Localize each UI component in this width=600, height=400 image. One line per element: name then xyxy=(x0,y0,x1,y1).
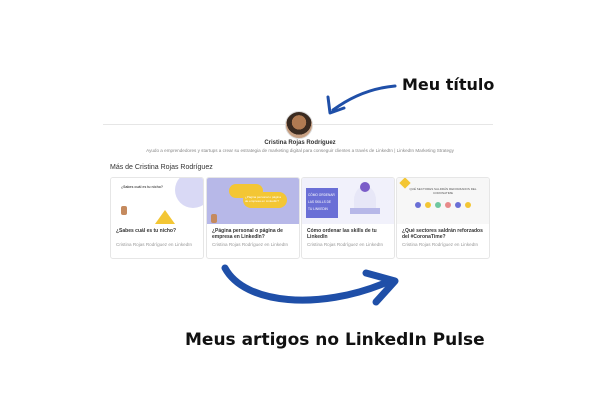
profile-name[interactable]: Cristina Rojas Rodríguez xyxy=(264,140,336,146)
thumbnail-dot-b xyxy=(425,202,431,208)
article-card-4[interactable]: QUÉ SECTORES SALDRÁN REFORZADOS DEL CORO… xyxy=(396,177,490,259)
thumbnail-dot-f xyxy=(465,202,471,208)
thumbnail-dot-a xyxy=(415,202,421,208)
article-title-3[interactable]: Cómo ordenar las skills de tu LinkedIn xyxy=(307,228,377,240)
article-title-1[interactable]: ¿Sabes cuál es tu nicho? xyxy=(116,228,177,234)
annotation-title-label: Meu título xyxy=(402,75,495,94)
thumbnail-avatar-2 xyxy=(211,214,217,223)
thumbnail-dot-c xyxy=(435,202,441,208)
thumbnail-desk-3 xyxy=(350,208,380,214)
thumbnail-bubble-2 xyxy=(243,192,287,208)
article-author-3: Cristina Rojas Rodríguez en LinkedIn xyxy=(307,242,384,247)
article-title-4[interactable]: ¿Qué sectores saldrán reforzados del #Co… xyxy=(402,228,483,240)
more-articles-heading: Más de Cristina Rojas Rodríguez xyxy=(110,164,213,171)
thumbnail-avatar-1 xyxy=(121,206,127,215)
arrow-to-title-head xyxy=(326,95,346,115)
arrow-to-title xyxy=(331,84,397,112)
article-card-2[interactable]: ¿Página personal o página de empresa en … xyxy=(206,177,300,259)
arrow-to-articles xyxy=(221,264,389,304)
thumbnail-triangle-1 xyxy=(155,210,175,224)
article-card-3[interactable]: CÓMO ORDENAR LAS SKILLS DE TU LINKEDIN C… xyxy=(301,177,395,259)
thumbnail-dot-e xyxy=(455,202,461,208)
article-title-2[interactable]: ¿Página personal o página de empresa en … xyxy=(212,228,283,240)
thumbnail-shape-1 xyxy=(175,178,203,208)
article-author-4: Cristina Rojas Rodríguez en LinkedIn xyxy=(402,242,479,247)
article-card-1[interactable]: ¿Sabes cuál es tu nicho? ¿Sabes cuál es … xyxy=(110,177,204,259)
annotation-articles-label: Meus artigos no LinkedIn Pulse xyxy=(185,330,485,350)
thumbnail-text-2: ¿Página personal o página de empresa en … xyxy=(245,195,281,203)
article-author-1: Cristina Rojas Rodríguez en LinkedIn xyxy=(116,242,193,247)
article-thumbnail-2: ¿Página personal o página de empresa en … xyxy=(207,178,299,224)
arrow-to-articles-head xyxy=(362,269,399,306)
article-thumbnail-3: CÓMO ORDENAR LAS SKILLS DE TU LINKEDIN xyxy=(302,178,394,224)
article-thumbnail-4: QUÉ SECTORES SALDRÁN REFORZADOS DEL CORO… xyxy=(397,178,489,224)
profile-headline: Ayudo a emprendedores y startups a crear… xyxy=(146,148,454,153)
thumbnail-dot-d xyxy=(445,202,451,208)
thumbnail-text-3: CÓMO ORDENAR LAS SKILLS DE TU LINKEDIN xyxy=(308,193,335,211)
thumbnail-text-4: QUÉ SECTORES SALDRÁN REFORZADOS DEL CORO… xyxy=(409,187,477,195)
thumbnail-person-3 xyxy=(354,186,376,214)
article-thumbnail-1: ¿Sabes cuál es tu nicho? xyxy=(111,178,203,224)
article-author-2: Cristina Rojas Rodríguez en LinkedIn xyxy=(212,242,289,247)
thumbnail-text-1: ¿Sabes cuál es tu nicho? xyxy=(121,185,164,189)
thumbnail-label-block xyxy=(306,188,338,218)
thumbnail-head-3 xyxy=(360,182,370,192)
profile-avatar[interactable] xyxy=(285,111,313,139)
